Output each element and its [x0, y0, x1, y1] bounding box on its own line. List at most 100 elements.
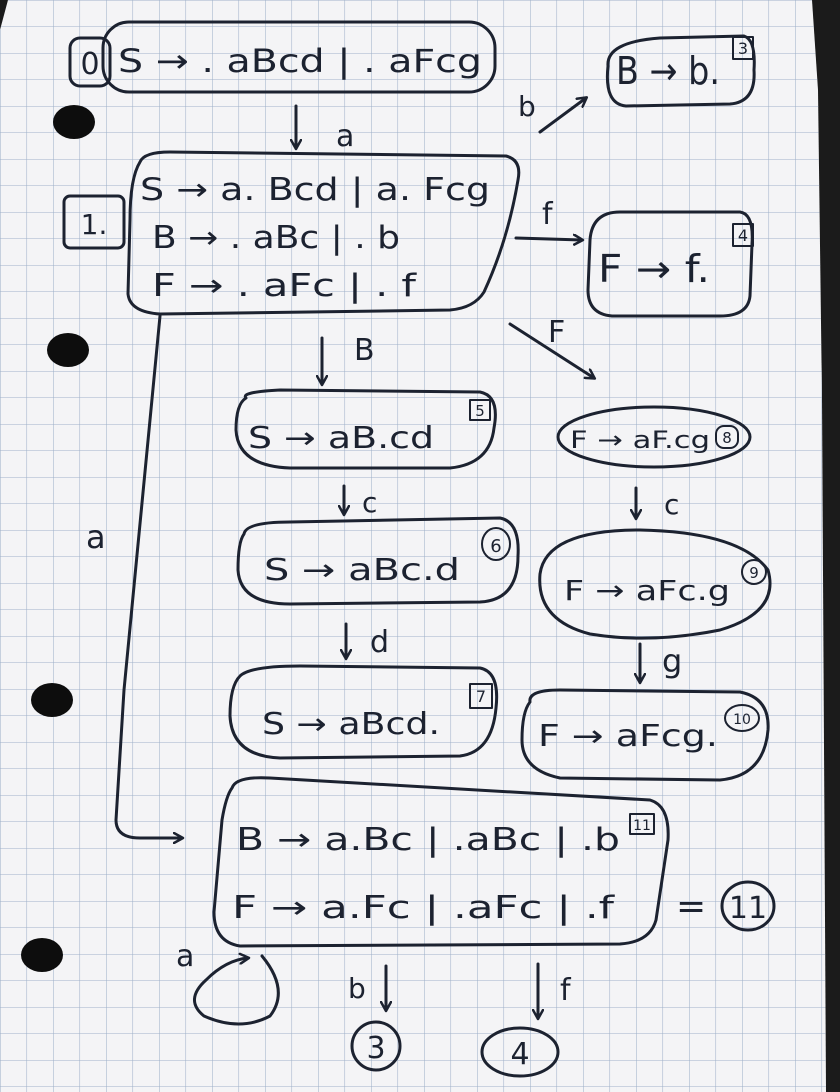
state-6-number: 6: [490, 536, 501, 557]
state-8-box: [556, 405, 752, 469]
state-5-number: 5: [475, 402, 485, 420]
state-1-number: 1.: [81, 208, 108, 241]
reference-state-3: 3: [350, 1020, 402, 1072]
state-10-number-box: [724, 704, 760, 732]
state-9-line: F → aFc.g: [564, 574, 730, 607]
binder-hole: [47, 333, 89, 367]
state-10: F → aFcg. 10: [520, 688, 770, 782]
transition-arrow: [114, 314, 182, 838]
transition-label: c: [362, 486, 377, 519]
state-0-number: 0: [80, 47, 99, 82]
state-4-number-box: [732, 223, 754, 247]
transition-label: f: [560, 973, 572, 1008]
transition-label: a: [336, 119, 354, 154]
state-7-box: [228, 664, 499, 760]
state-4-number: 4: [738, 226, 748, 245]
state-1-box: [126, 150, 521, 316]
transition-arrow: [514, 238, 582, 240]
transition-1-8: F: [508, 315, 594, 378]
transition-label: b: [518, 90, 536, 123]
binder-hole: [31, 683, 73, 717]
state-6-line: S → aBc.d: [264, 553, 460, 588]
state-1: 1. S → a. Bcd | a. Fcg B → . aBc | . b F…: [62, 150, 521, 316]
state-7: S → aBcd. 7: [228, 664, 499, 760]
transition-11-11: a: [176, 939, 280, 1026]
state-1-number-box: [62, 194, 126, 250]
state-11: B → a.Bc | .aBc | .b F → a.Fc | .aFc | .…: [212, 776, 670, 948]
state-4-line: F → f.: [598, 247, 710, 291]
state-8-number-box: [715, 425, 739, 449]
transition-0-1: a: [296, 104, 354, 154]
state-11-number: 11: [633, 818, 651, 834]
state-7-number-box: [469, 683, 493, 709]
transition-label: b: [348, 972, 366, 1005]
state-9-number: 9: [749, 564, 759, 582]
transition-9-10: g: [640, 642, 682, 682]
transition-label: F: [548, 315, 565, 350]
state-8-line: F → aF.cg: [570, 426, 710, 454]
state-6-box: [236, 516, 520, 606]
transition-label: B: [354, 333, 375, 368]
state-7-line: S → aBcd.: [262, 707, 440, 742]
equivalence-circle: [720, 880, 776, 932]
state-10-box: [520, 688, 770, 782]
state-3-number-box: [732, 36, 754, 60]
state-5: S → aB.cd 5: [234, 388, 497, 470]
state-3-box: [605, 34, 756, 108]
state-5-number-box: [469, 399, 491, 421]
state-6: S → aBc.d 6: [236, 516, 520, 606]
transition-label: f: [542, 197, 554, 232]
reference-label: 3: [366, 1031, 385, 1066]
state-1-line: B → . aBc | . b: [152, 220, 400, 256]
reference-state-4: 4: [480, 1026, 560, 1078]
transition-arrow: [508, 322, 594, 378]
transition-arrow: [538, 98, 586, 134]
state-4-box: [586, 210, 754, 318]
transition-11-3: b: [348, 964, 386, 1010]
state-9-number-box: [741, 559, 767, 585]
equivalence-sign: =: [676, 886, 706, 927]
state-9: F → aFc.g 9: [538, 528, 772, 640]
transition-1-5: B: [322, 333, 375, 384]
binder-hole: [53, 105, 95, 139]
state-5-line: S → aB.cd: [248, 421, 434, 456]
state-7-number: 7: [476, 687, 486, 706]
state-11-number-box: [629, 813, 655, 835]
transition-label: a: [86, 518, 106, 556]
state-11-line: B → a.Bc | .aBc | .b: [236, 822, 620, 858]
state-10-number: 10: [733, 712, 751, 728]
reference-circle: [480, 1026, 560, 1078]
state-3-number: 3: [738, 39, 748, 58]
state-11-box: [212, 776, 670, 948]
state-0-line: S → . aBcd | . aFcg: [118, 42, 482, 80]
state-6-number-box: [481, 527, 511, 561]
transition-label: a: [176, 939, 194, 974]
transition-arrow: [193, 956, 280, 1026]
transition-8-9: c: [636, 486, 679, 521]
state-0: 0 S → . aBcd | . aFcg: [68, 20, 497, 94]
reference-circle: [350, 1020, 402, 1072]
state-1-line: S → a. Bcd | a. Fcg: [140, 172, 490, 208]
state-9-box: [538, 528, 772, 640]
binder-hole: [21, 938, 63, 972]
state-3: B → b. 3: [605, 34, 756, 108]
transition-0-3: b: [518, 90, 586, 134]
state-8-number: 8: [722, 429, 732, 447]
equivalence-note: = 11: [676, 880, 776, 932]
transition-6-7: d: [346, 622, 389, 660]
transition-1-4: f: [514, 197, 582, 240]
state-3-line: B → b.: [616, 49, 720, 93]
state-0-box: [101, 20, 497, 94]
equivalence-target: 11: [729, 891, 767, 926]
transition-11-4: f: [538, 962, 572, 1018]
transition-label: c: [664, 488, 679, 521]
transition-5-6: c: [344, 484, 377, 519]
state-0-number-box: [68, 36, 112, 88]
state-10-line: F → aFcg.: [538, 719, 718, 754]
state-4: F → f. 4: [586, 210, 754, 318]
state-1-line: F → . aFc | . f: [152, 268, 417, 304]
transition-label: d: [370, 625, 389, 660]
transition-1-11: a: [86, 314, 182, 838]
